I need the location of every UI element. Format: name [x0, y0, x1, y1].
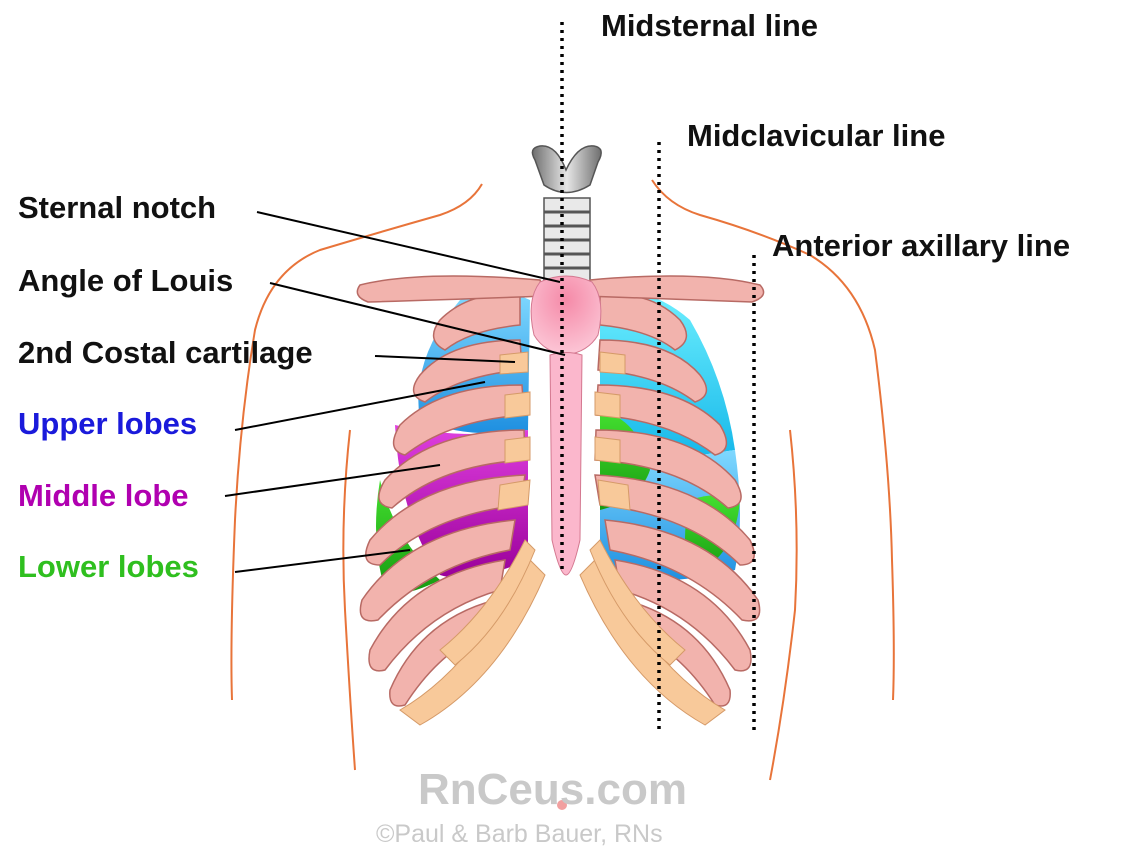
sternal-notch-leader — [257, 212, 560, 282]
midsternal-line-label: Midsternal line — [601, 10, 818, 41]
midclavicular-line-label: Midclavicular line — [687, 120, 945, 151]
trachea — [544, 198, 590, 284]
middle-lobe-label: Middle lobe — [18, 480, 189, 511]
sternum — [531, 276, 601, 575]
angle-of-louis-label: Angle of Louis — [18, 265, 233, 296]
upper-lobes-label: Upper lobes — [18, 408, 197, 439]
costal-cartilage-label: 2nd Costal cartilage — [18, 337, 313, 368]
watermark-credit: ©Paul & Barb Bauer, RNs — [376, 822, 663, 847]
larynx — [532, 146, 601, 193]
lower-lobes-label: Lower lobes — [18, 551, 199, 582]
anterior-axillary-line-label: Anterior axillary line — [772, 230, 1070, 261]
sternal-notch-label: Sternal notch — [18, 192, 216, 223]
watermark-site: RnCeus.com — [418, 768, 687, 812]
